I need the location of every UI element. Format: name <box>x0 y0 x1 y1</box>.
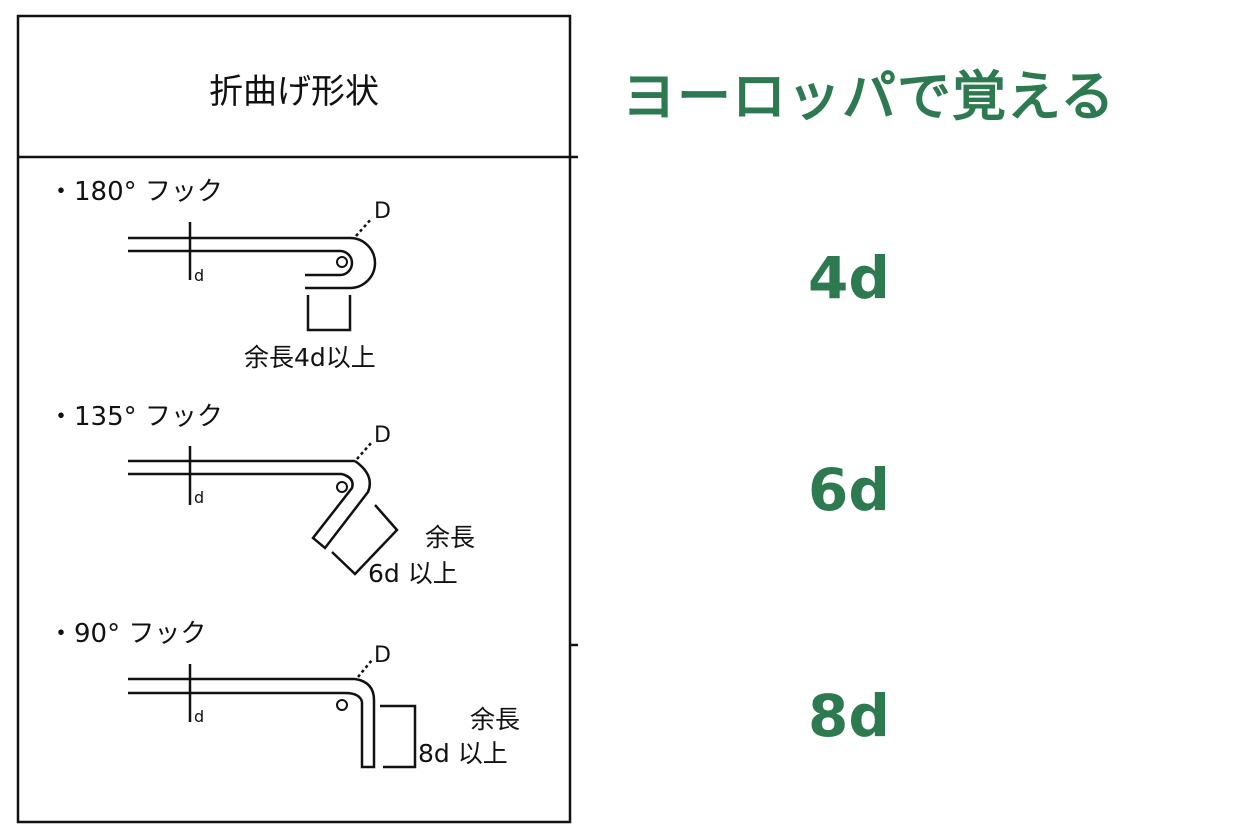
hook-90: ・90° フック D d 余長 8d 以上 <box>48 619 520 769</box>
mnemonic-value-90: 8d <box>808 682 890 750</box>
hook-180: ・180° フック D d 余長4d以上 <box>48 177 391 372</box>
table-border <box>16 14 572 824</box>
extra-length-value: 6d 以上 <box>368 559 458 588</box>
mnemonic-value-135: 6d <box>808 456 890 524</box>
bar-diameter-label: d <box>194 266 204 285</box>
bend-diameter-label: D <box>374 199 391 224</box>
hook-135: ・135° フック D d 余長 6d 以上 <box>48 402 475 588</box>
hook-label: ・90° フック <box>48 619 206 649</box>
hook-label: ・180° フック <box>48 177 223 207</box>
table-header: 折曲げ形状 <box>209 72 379 112</box>
bar-diameter-label: d <box>194 488 204 507</box>
mnemonic-value-180: 4d <box>808 244 890 312</box>
extra-length-label: 余長 <box>425 523 475 552</box>
mnemonic-title: ヨーロッパで覚える <box>622 65 1116 128</box>
hook-label: ・135° フック <box>48 402 223 432</box>
extra-length-label: 余長 <box>470 705 520 734</box>
bar-diameter-label: d <box>194 707 204 726</box>
extra-length-label: 余長4d以上 <box>244 343 376 372</box>
bend-diameter-label: D <box>374 643 391 668</box>
bend-diameter-label: D <box>374 423 391 448</box>
extra-length-value: 8d 以上 <box>418 739 508 768</box>
